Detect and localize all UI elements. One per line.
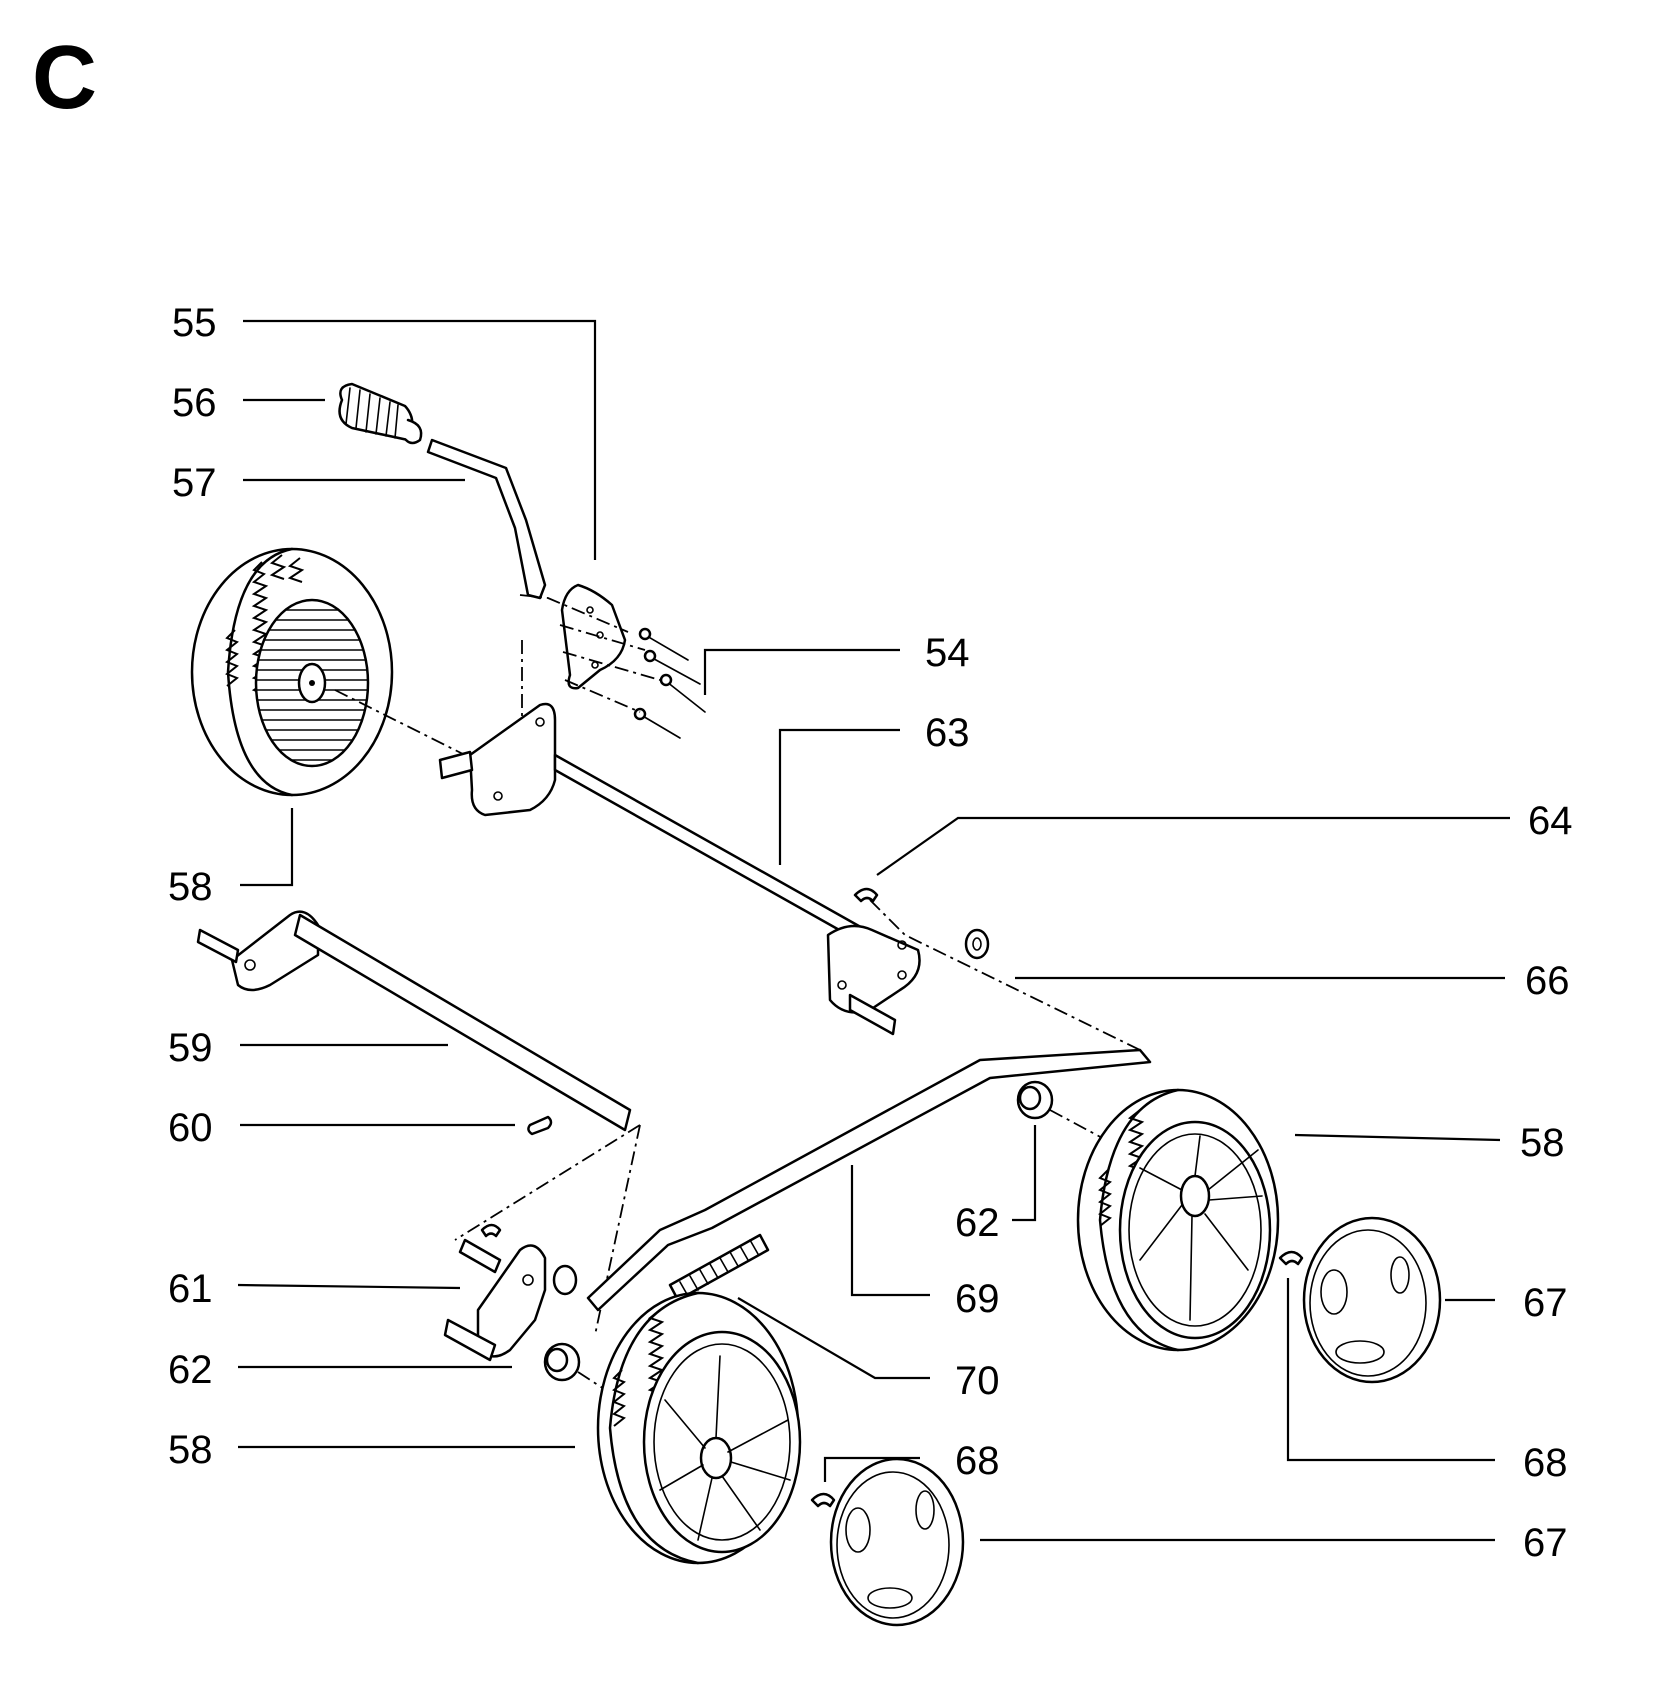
hubcap-67-right [1302, 1216, 1442, 1384]
section-letter: C [32, 28, 97, 128]
wheel-upper-left [190, 547, 394, 797]
callout-67-bottom: 67 [1523, 1521, 1568, 1565]
callout-66: 66 [1525, 959, 1570, 1003]
callout-62-upper: 62 [955, 1201, 1000, 1245]
callout-64: 64 [1528, 799, 1573, 843]
hubcap-67-bottom [829, 1457, 965, 1627]
callout-67-right: 67 [1523, 1281, 1568, 1325]
wheel-bracket-61 [443, 1223, 578, 1362]
leader-lines [237, 319, 1510, 1542]
callout-62-lower: 62 [168, 1348, 213, 1392]
callout-63: 63 [925, 711, 970, 755]
clip-68-bottom [810, 1492, 836, 1508]
washer-66 [964, 928, 990, 960]
height-adjust-lever-assembly [338, 382, 706, 781]
lever-knob [338, 382, 423, 445]
bushing-62-lower [543, 1342, 581, 1382]
callout-69: 69 [955, 1277, 1000, 1321]
callout-68-bottom: 68 [955, 1439, 1000, 1483]
spring-70 [668, 1233, 770, 1302]
bushing-62-upper [1016, 1080, 1054, 1120]
height-lever-69 [586, 1048, 1152, 1312]
callout-61: 61 [168, 1267, 213, 1311]
callout-68-right: 68 [1523, 1441, 1568, 1485]
screws [633, 627, 706, 739]
callout-59: 59 [168, 1026, 213, 1070]
clip-64 [853, 887, 879, 903]
pin-60 [527, 1115, 553, 1136]
callout-56: 56 [172, 381, 217, 425]
callout-58-upper-left: 58 [168, 865, 213, 909]
front-axle-assembly [196, 910, 632, 1136]
wheel-lower-right [1076, 1088, 1280, 1352]
callout-numbers: 55 56 57 54 63 64 58 66 59 60 58 62 61 6… [168, 301, 1573, 1565]
clip-68-right [1278, 1250, 1304, 1266]
callout-70: 70 [955, 1359, 1000, 1403]
callout-55: 55 [172, 301, 217, 345]
lever-plate [560, 583, 627, 690]
rear-axle-assembly [438, 702, 921, 1036]
callout-60: 60 [168, 1106, 213, 1150]
callout-57: 57 [172, 461, 217, 505]
callout-58-right: 58 [1520, 1121, 1565, 1165]
wheel-bottom [596, 1291, 802, 1565]
callout-58-bottom: 58 [168, 1428, 213, 1472]
lever-rod [426, 438, 547, 600]
callout-54: 54 [925, 631, 970, 675]
